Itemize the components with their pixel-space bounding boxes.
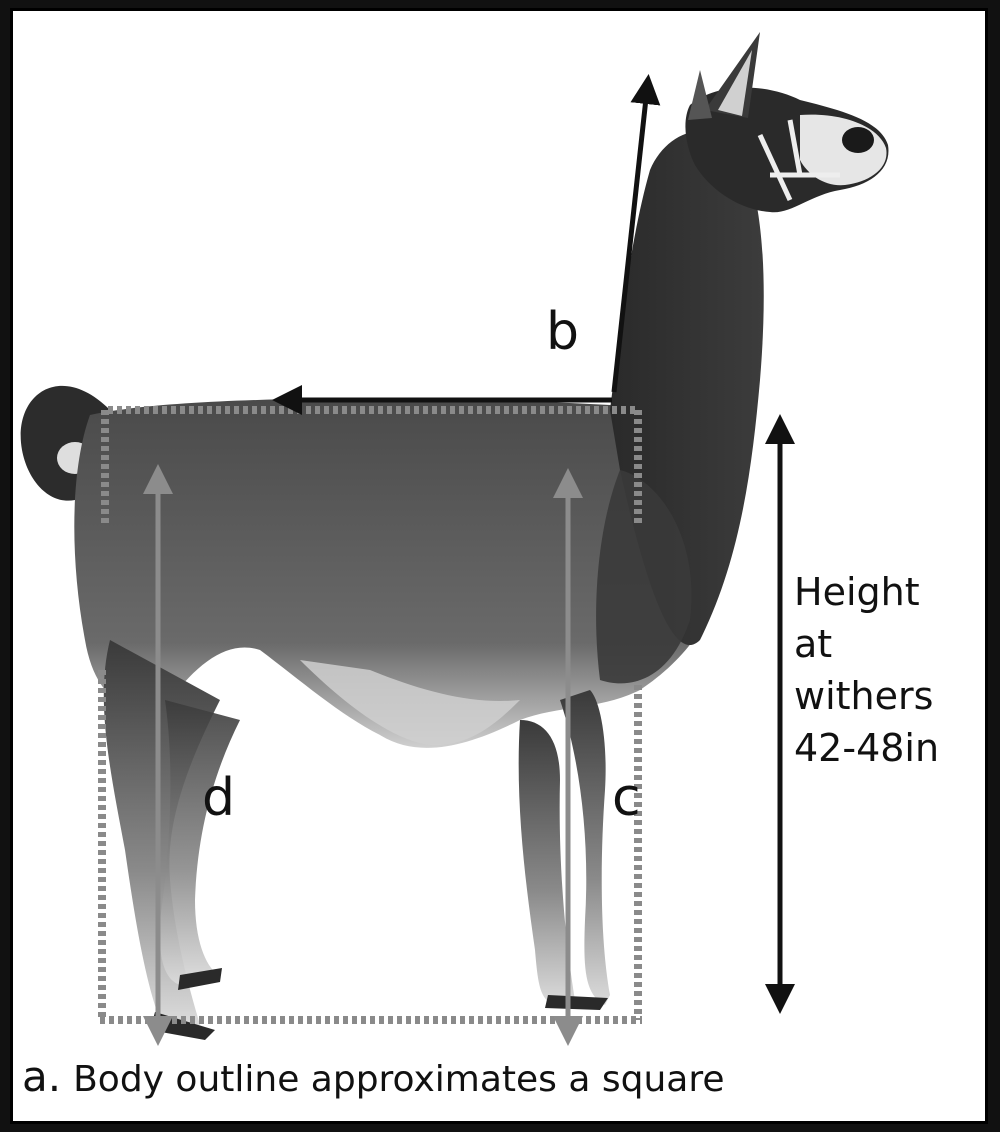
llama-nose-patch [842, 127, 874, 153]
llama-illustration [21, 32, 889, 1040]
label-d: d [202, 770, 235, 826]
label-c: c [612, 770, 641, 826]
llama-hind-leg-front [160, 700, 240, 985]
caption-text: Body outline approximates a square [73, 1059, 724, 1100]
height-at-withers-label: Height at withers 42-48in [794, 566, 939, 774]
caption-marker: a. [22, 1052, 61, 1101]
figure-caption: a. Body outline approximates a square [22, 1054, 725, 1103]
label-b: b [546, 304, 579, 360]
